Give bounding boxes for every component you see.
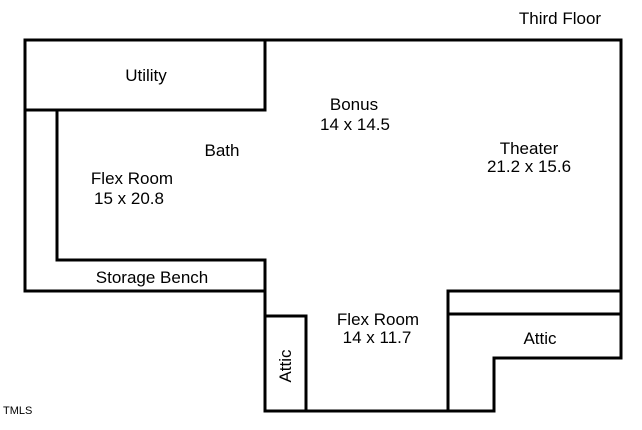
floor-title: Third Floor	[519, 9, 602, 28]
room-label-flex-room-bottom: Flex Room	[337, 310, 419, 329]
attic-right-wall	[446, 289, 623, 413]
room-label-theater: Theater	[500, 139, 559, 158]
room-label-utility: Utility	[125, 66, 167, 85]
room-label-attic-left: Attic	[276, 349, 295, 383]
attic-left-wall	[263, 314, 308, 413]
outer-wall	[23, 38, 623, 413]
room-size-bonus: 14 x 14.5	[320, 115, 390, 134]
room-label-bonus: Bonus	[330, 95, 378, 114]
room-size-theater: 21.2 x 15.6	[487, 157, 571, 176]
room-size-flex-room-left: 15 x 20.8	[94, 189, 164, 208]
watermark: TMLS	[3, 405, 32, 417]
room-label-bath: Bath	[205, 141, 240, 160]
room-label-flex-room-left: Flex Room	[91, 169, 173, 188]
utility-wall	[23, 38, 267, 112]
storage-bench-wall	[55, 108, 267, 293]
room-label-storage-bench: Storage Bench	[96, 268, 208, 287]
room-label-attic-right: Attic	[523, 329, 557, 348]
room-size-flex-room-bottom: 14 x 11.7	[343, 328, 412, 347]
